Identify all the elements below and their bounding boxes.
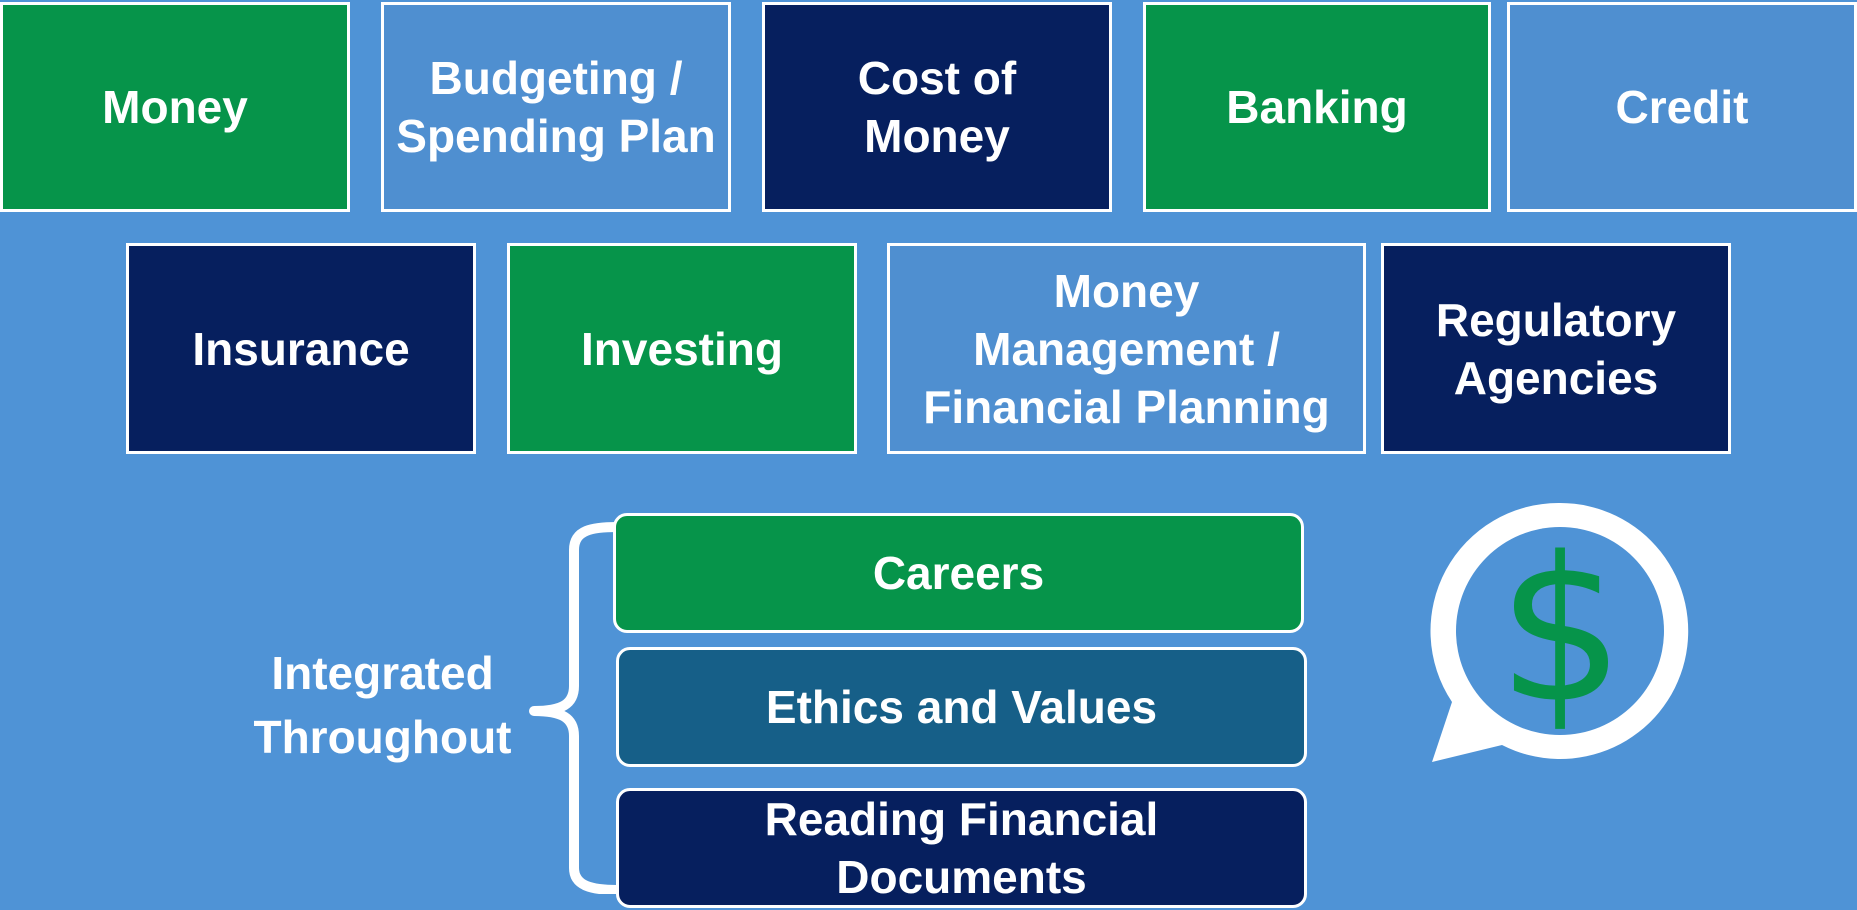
topic-tile-money: Money (0, 2, 350, 212)
topic-label: Cost of Money (857, 52, 1017, 162)
curly-brace-icon (529, 522, 622, 894)
dollar-speech-bubble-icon: $ (1430, 502, 1689, 762)
topic-label: Banking (1226, 81, 1408, 133)
topic-label: Insurance (192, 322, 410, 375)
topic-tile-investing: Investing (507, 243, 857, 454)
topic-tile-cost-of-money: Cost of Money (762, 2, 1112, 212)
topic-label: Regulatory Agencies (1435, 293, 1677, 404)
topic-tile-banking: Banking (1143, 2, 1491, 212)
dollar-glyph: $ (1497, 515, 1624, 748)
integrated-item-label: Careers (872, 547, 1045, 599)
integrated-item-reading-financial-documents: Reading Financial Documents (616, 788, 1307, 908)
integrated-item-label: Reading Financial Documents (764, 793, 1159, 903)
topic-tile-budgeting: Budgeting / Spending Plan (381, 2, 731, 212)
topic-tile-credit: Credit (1507, 2, 1857, 212)
topic-tile-insurance: Insurance (126, 243, 476, 454)
integrated-item-ethics-and-values: Ethics and Values (616, 647, 1307, 767)
topic-label: Investing (581, 322, 783, 375)
integrated-item-careers: Careers (613, 513, 1304, 633)
topic-tile-money-management: Money Management / Financial Planning (887, 243, 1366, 454)
topic-tile-regulatory-agencies: Regulatory Agencies (1381, 243, 1731, 454)
topic-label: Budgeting / Spending Plan (396, 52, 716, 162)
integrated-item-label: Ethics and Values (765, 681, 1158, 733)
topic-label: Money (102, 81, 248, 133)
topic-label: Credit (1615, 81, 1749, 133)
integrated-throughout-label: Integrated Throughout (253, 647, 512, 763)
topic-label: Money Management / Financial Planning (923, 264, 1330, 433)
